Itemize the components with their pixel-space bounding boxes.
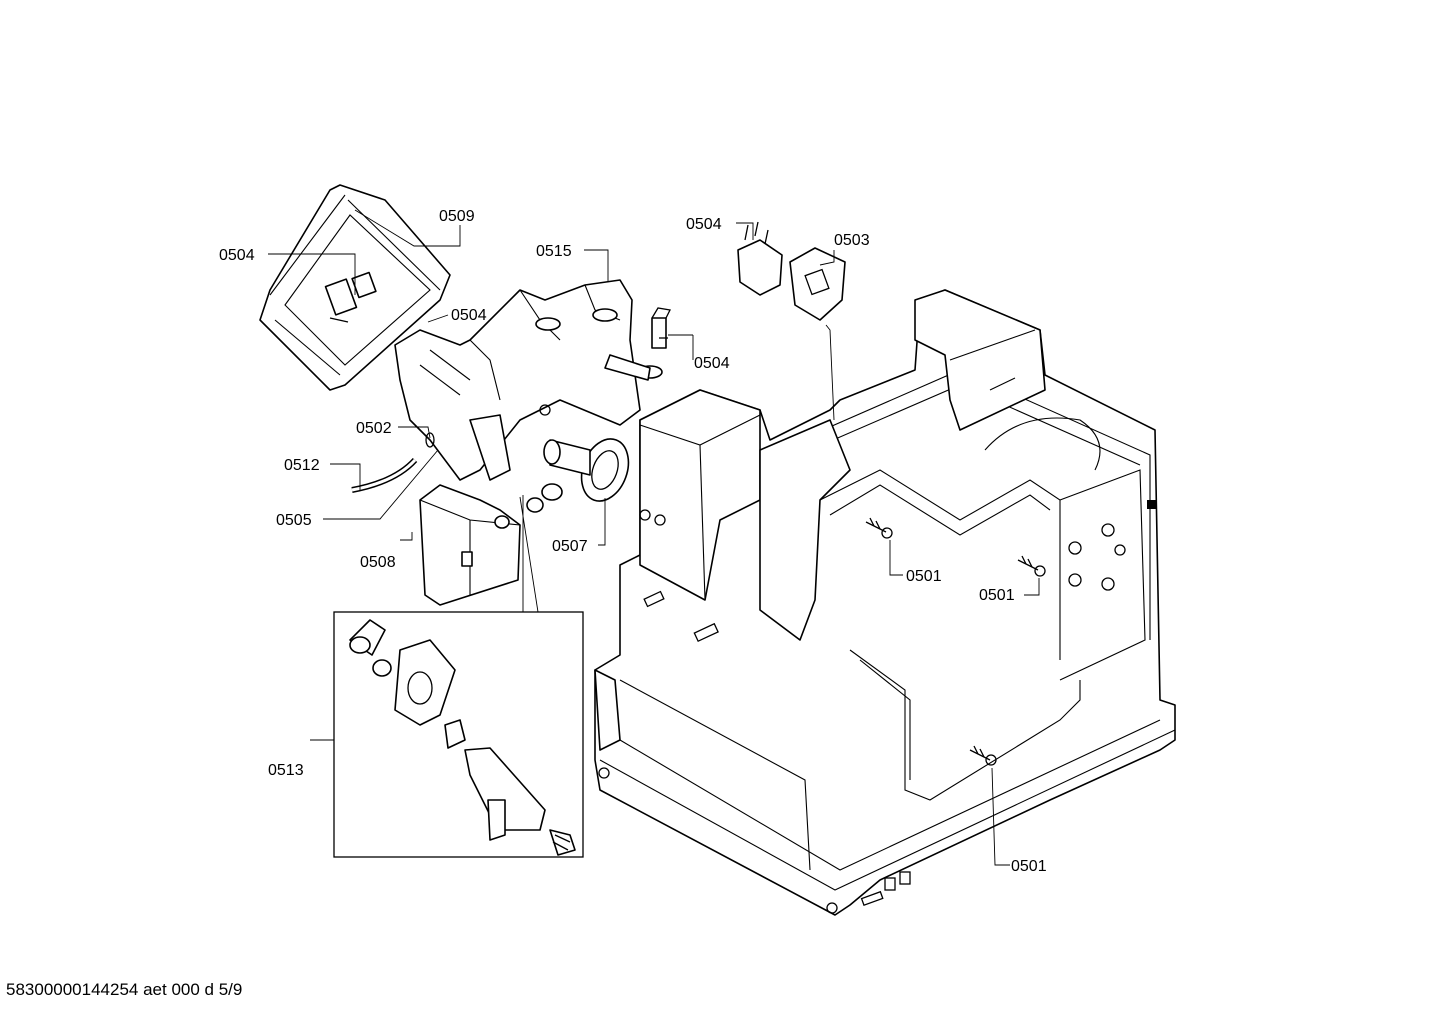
label-0509: 0509	[439, 208, 475, 225]
label-0502: 0502	[356, 420, 392, 437]
label-0505: 0505	[276, 512, 312, 529]
label-0504-valve: 0504	[451, 307, 487, 324]
screw-0501-upper	[865, 517, 887, 533]
part-labels: 0509 0504 0515 0504 0503 0504 0504 0502 …	[219, 208, 1047, 875]
nut-0505	[526, 483, 563, 513]
tank-0508	[419, 484, 521, 606]
label-0507: 0507	[552, 538, 588, 555]
label-0501-upper: 0501	[906, 568, 942, 585]
leader-lines	[268, 209, 1040, 866]
label-0512: 0512	[284, 457, 320, 474]
detail-box-0513	[333, 495, 584, 858]
label-0501-middle: 0501	[979, 587, 1015, 604]
label-0504-top: 0504	[686, 216, 722, 233]
switch-0504-left	[329, 317, 349, 323]
switch-0504-right	[651, 307, 671, 349]
seal-0502	[425, 432, 435, 448]
label-0503: 0503	[834, 232, 870, 249]
label-0508: 0508	[360, 554, 396, 571]
hose-0512	[351, 457, 418, 493]
screw-0501-middle	[1017, 555, 1039, 571]
label-0513: 0513	[268, 762, 304, 779]
drawing-reference-footer: 58300000144254 aet 000 d 5/9	[6, 980, 243, 999]
switch-0503	[789, 247, 846, 321]
label-0504-right: 0504	[694, 355, 730, 372]
switch-0504-top	[737, 221, 783, 296]
thermoblock-0507	[543, 438, 630, 502]
screw-0501-lower	[969, 745, 991, 761]
label-0504-panel: 0504	[219, 247, 255, 264]
label-0501-lower: 0501	[1011, 858, 1047, 875]
housing-frame	[594, 289, 1176, 916]
valve-block-0515	[394, 279, 663, 481]
label-0515: 0515	[536, 243, 572, 260]
